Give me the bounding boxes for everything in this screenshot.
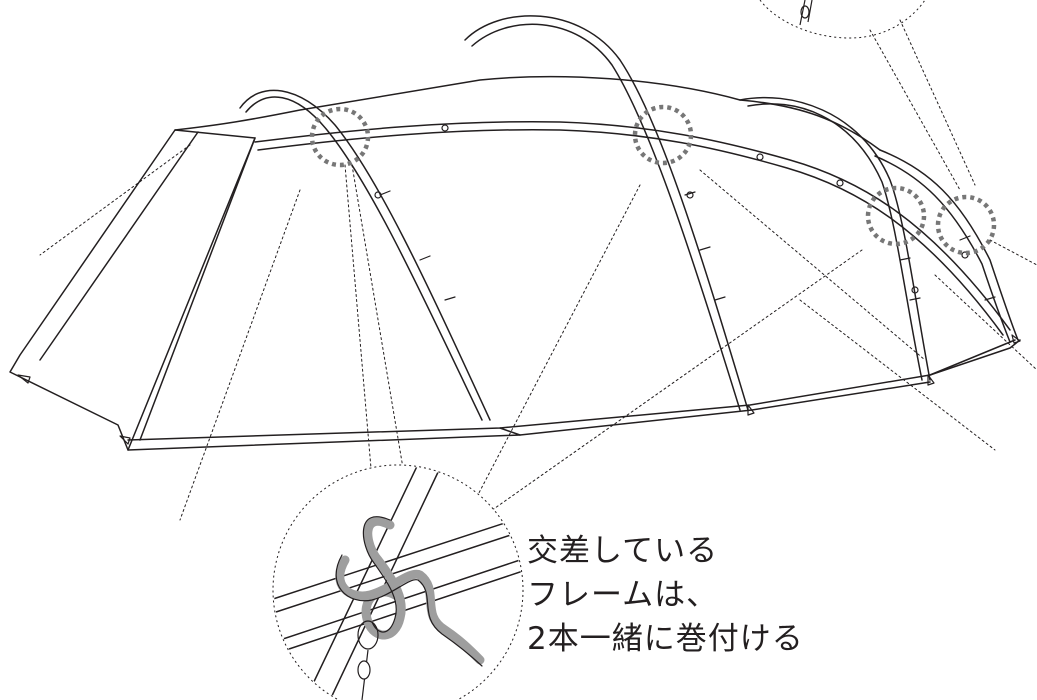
guy-line-front-down [179, 189, 301, 521]
pole-arch-tail [879, 149, 1019, 341]
pole-arch-tail-inner [874, 155, 1011, 343]
pole-arch-rear [739, 96, 931, 381]
pole-arch-middle [464, 15, 749, 411]
pole-arch-rear-inner [747, 103, 923, 381]
highlight-circle-rear [865, 185, 927, 247]
tent-roof-edge [174, 75, 881, 151]
guy-line-front-left [39, 144, 191, 256]
pole-arch-front [239, 89, 491, 421]
tent-base [127, 339, 1016, 451]
tent-front-edge [39, 131, 256, 441]
crossing-frame-detail-icon [272, 464, 524, 700]
highlight-circle-front [309, 106, 371, 168]
pole-arch-front-inner [245, 96, 483, 421]
highlight-circle-middle [632, 104, 694, 166]
caption-line-1: 交差している [527, 533, 719, 569]
guy-line-rear-right [934, 274, 1037, 371]
ridge-pole-inner [257, 129, 1004, 336]
guy-line-tail-right [989, 239, 1037, 266]
clip-detail-icon [759, 0, 926, 39]
guy-line-rear-down [699, 169, 926, 361]
guy-line-middle-right [799, 299, 996, 451]
caption-line-3: 2本一緒に巻付ける [527, 621, 804, 657]
instruction-caption: 交差している フレームは、 2本一緒に巻付ける [527, 529, 804, 661]
pole-arch-middle-inner [471, 23, 741, 411]
caption-line-2: フレームは、 [527, 577, 719, 613]
highlight-circle-tail [935, 194, 997, 256]
tent-front-panel [9, 129, 256, 451]
ridge-pole [254, 121, 1011, 331]
